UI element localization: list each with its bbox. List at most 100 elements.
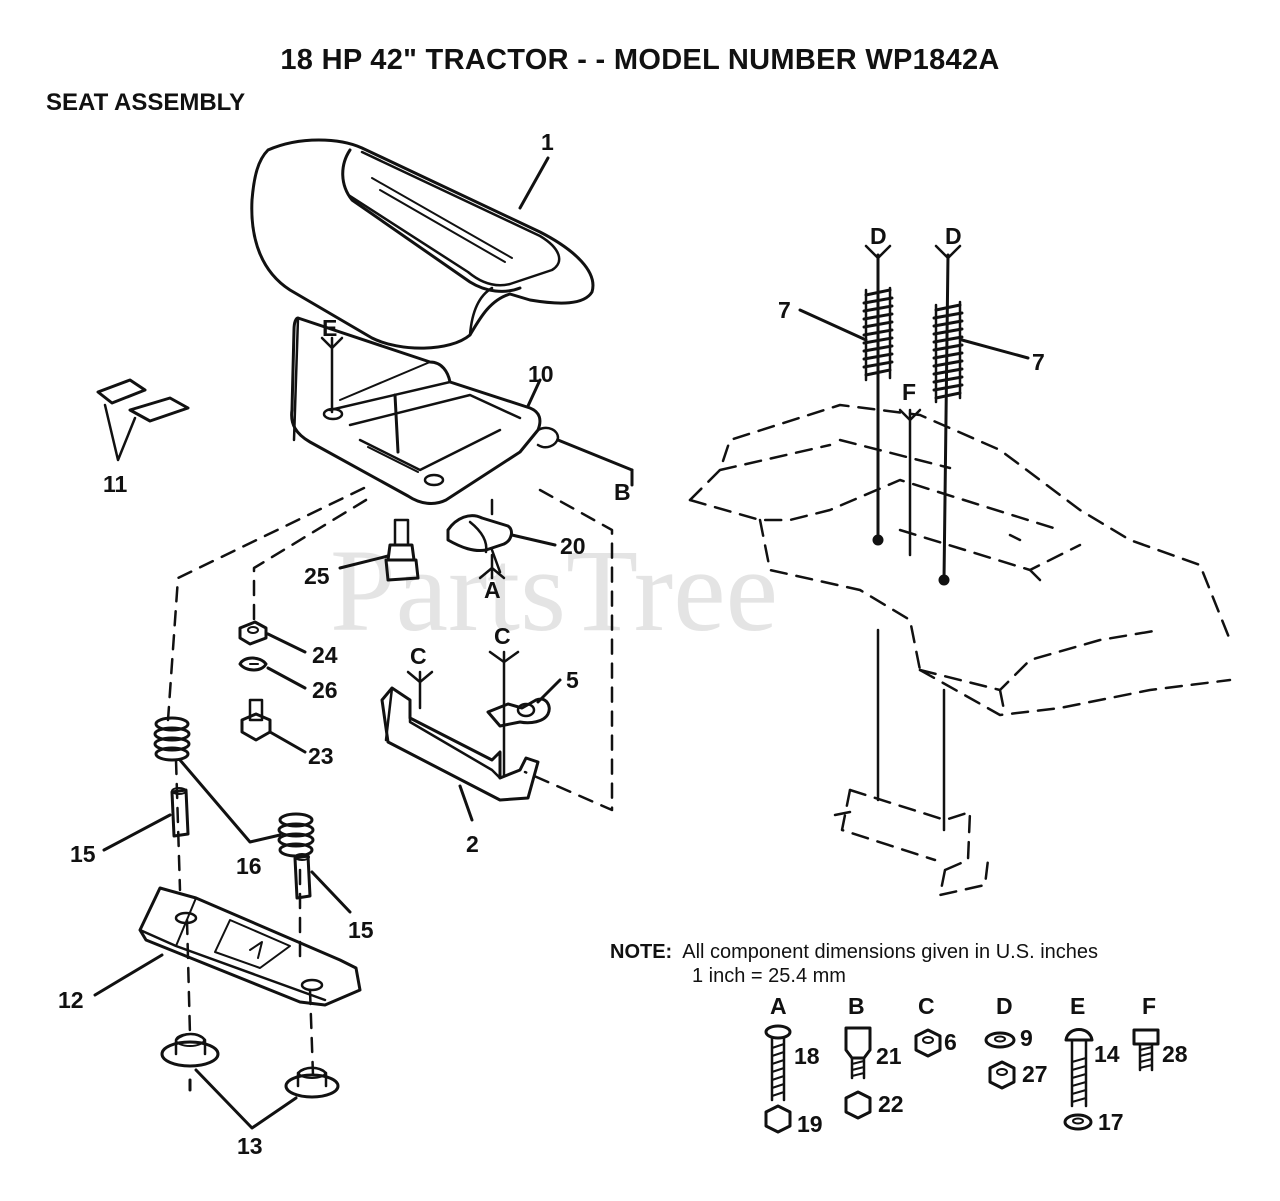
rod-spring-left [862, 253, 894, 802]
hardware-D-nut [988, 1060, 1016, 1090]
note-label: NOTE: [610, 941, 673, 963]
callout-15-right: 15 [348, 917, 374, 943]
leader-10 [526, 378, 542, 408]
legend-num-14: 14 [1094, 1041, 1120, 1067]
pin-right [293, 853, 312, 900]
leader-15b [310, 870, 352, 914]
hex-bolt-23 [240, 698, 272, 742]
legend-letter-A: A [770, 993, 787, 1019]
hardware-F-bolt [1132, 1028, 1160, 1072]
leader-7b [960, 338, 1030, 360]
ref-arrow-E [320, 336, 344, 350]
callout-23: 23 [308, 743, 334, 769]
callout-1: 1 [541, 129, 554, 155]
watermark: PartsTree [330, 525, 778, 656]
leader-25 [338, 554, 390, 570]
hardware-A-nut [764, 1104, 792, 1134]
legend-num-22: 22 [878, 1091, 904, 1117]
pin-left [170, 787, 190, 838]
legend-num-19: 19 [797, 1111, 823, 1137]
rod-spring-right [932, 253, 964, 832]
dimensions-note: NOTE: All component dimensions given in … [610, 940, 1098, 988]
ref-arrow-D2 [934, 244, 962, 260]
ref-arrow-D1 [864, 244, 892, 260]
note-line-2: 1 inch = 25.4 mm [692, 965, 846, 987]
callout-25: 25 [304, 563, 330, 589]
hinge-clamp [446, 514, 513, 574]
callout-20: 20 [560, 533, 586, 559]
leader-13 [194, 1068, 298, 1130]
ref-arrow-C1 [406, 670, 434, 684]
callout-26: 26 [312, 677, 338, 703]
ref-letter-F: F [902, 379, 916, 405]
leader-15a [102, 813, 172, 852]
seat-pan [290, 316, 560, 505]
lock-washer-26 [238, 656, 268, 672]
hardware-A-bolt [764, 1024, 792, 1102]
ref-letter-E: E [322, 315, 337, 341]
spring-plate [138, 886, 362, 1007]
spring-right [277, 812, 315, 858]
callout-15-left: 15 [70, 841, 96, 867]
hardware-E-bolt [1064, 1028, 1094, 1108]
leader-24 [266, 632, 307, 654]
callout-7-left: 7 [778, 297, 791, 323]
hardware-E-washer [1063, 1113, 1093, 1131]
leader-7a [798, 308, 868, 342]
legend-letter-E: E [1070, 993, 1085, 1019]
seat-cushion [250, 138, 595, 350]
callout-2: 2 [466, 831, 479, 857]
diagram-title: 18 HP 42" TRACTOR - - MODEL NUMBER WP184… [280, 44, 1000, 76]
ref-letter-D-right: D [945, 223, 962, 249]
legend-num-17: 17 [1098, 1109, 1124, 1135]
ref-arrow-C2 [488, 650, 520, 664]
ref-arrow-A [478, 566, 506, 580]
ref-arrow-F [898, 408, 922, 422]
callout-12: 12 [58, 987, 84, 1013]
fender-outline [688, 403, 1232, 897]
hardware-B-nut [844, 1090, 872, 1120]
bushing-left [160, 1032, 220, 1068]
callout-16: 16 [236, 853, 262, 879]
leader-20 [510, 533, 557, 547]
seat-bracket [380, 686, 540, 802]
leader-B [556, 438, 634, 472]
legend-num-28: 28 [1162, 1041, 1188, 1067]
leader-26 [266, 666, 307, 690]
section-title: SEAT ASSEMBLY [46, 89, 246, 116]
legend-num-9: 9 [1020, 1025, 1033, 1051]
hex-nut-24 [238, 620, 268, 646]
callout-5: 5 [566, 667, 579, 693]
note-line-1: All component dimensions given in U.S. i… [682, 941, 1099, 963]
callout-7-right: 7 [1032, 349, 1045, 375]
cable-clip [486, 697, 551, 728]
leader-5 [536, 678, 562, 704]
ref-letter-C-right: C [494, 623, 511, 649]
leader-16 [178, 758, 282, 844]
ref-letter-C-left: C [410, 643, 427, 669]
leader-12 [93, 953, 164, 997]
legend-letter-F: F [1142, 993, 1156, 1019]
ref-letter-B: B [614, 479, 631, 505]
leader-1 [518, 156, 550, 210]
hardware-C-nut [914, 1028, 942, 1058]
legend-num-6: 6 [944, 1029, 957, 1055]
legend-num-21: 21 [876, 1043, 902, 1069]
hardware-B-bolt [844, 1026, 872, 1080]
legend-letter-D: D [996, 993, 1013, 1019]
legend-letter-B: B [848, 993, 865, 1019]
legend-letter-C: C [918, 993, 935, 1019]
callout-13: 13 [237, 1133, 263, 1159]
assembly-dashed-lines [166, 486, 614, 1077]
ref-letter-D-left: D [870, 223, 887, 249]
hardware-D-washer [984, 1031, 1016, 1049]
legend-num-18: 18 [794, 1043, 820, 1069]
callout-24: 24 [312, 642, 338, 668]
legend-num-27: 27 [1022, 1061, 1048, 1087]
leader-23 [268, 730, 307, 754]
ref-letter-A: A [484, 577, 501, 603]
callout-11: 11 [103, 471, 128, 497]
leader-2 [458, 784, 474, 822]
callout-10: 10 [528, 361, 554, 387]
